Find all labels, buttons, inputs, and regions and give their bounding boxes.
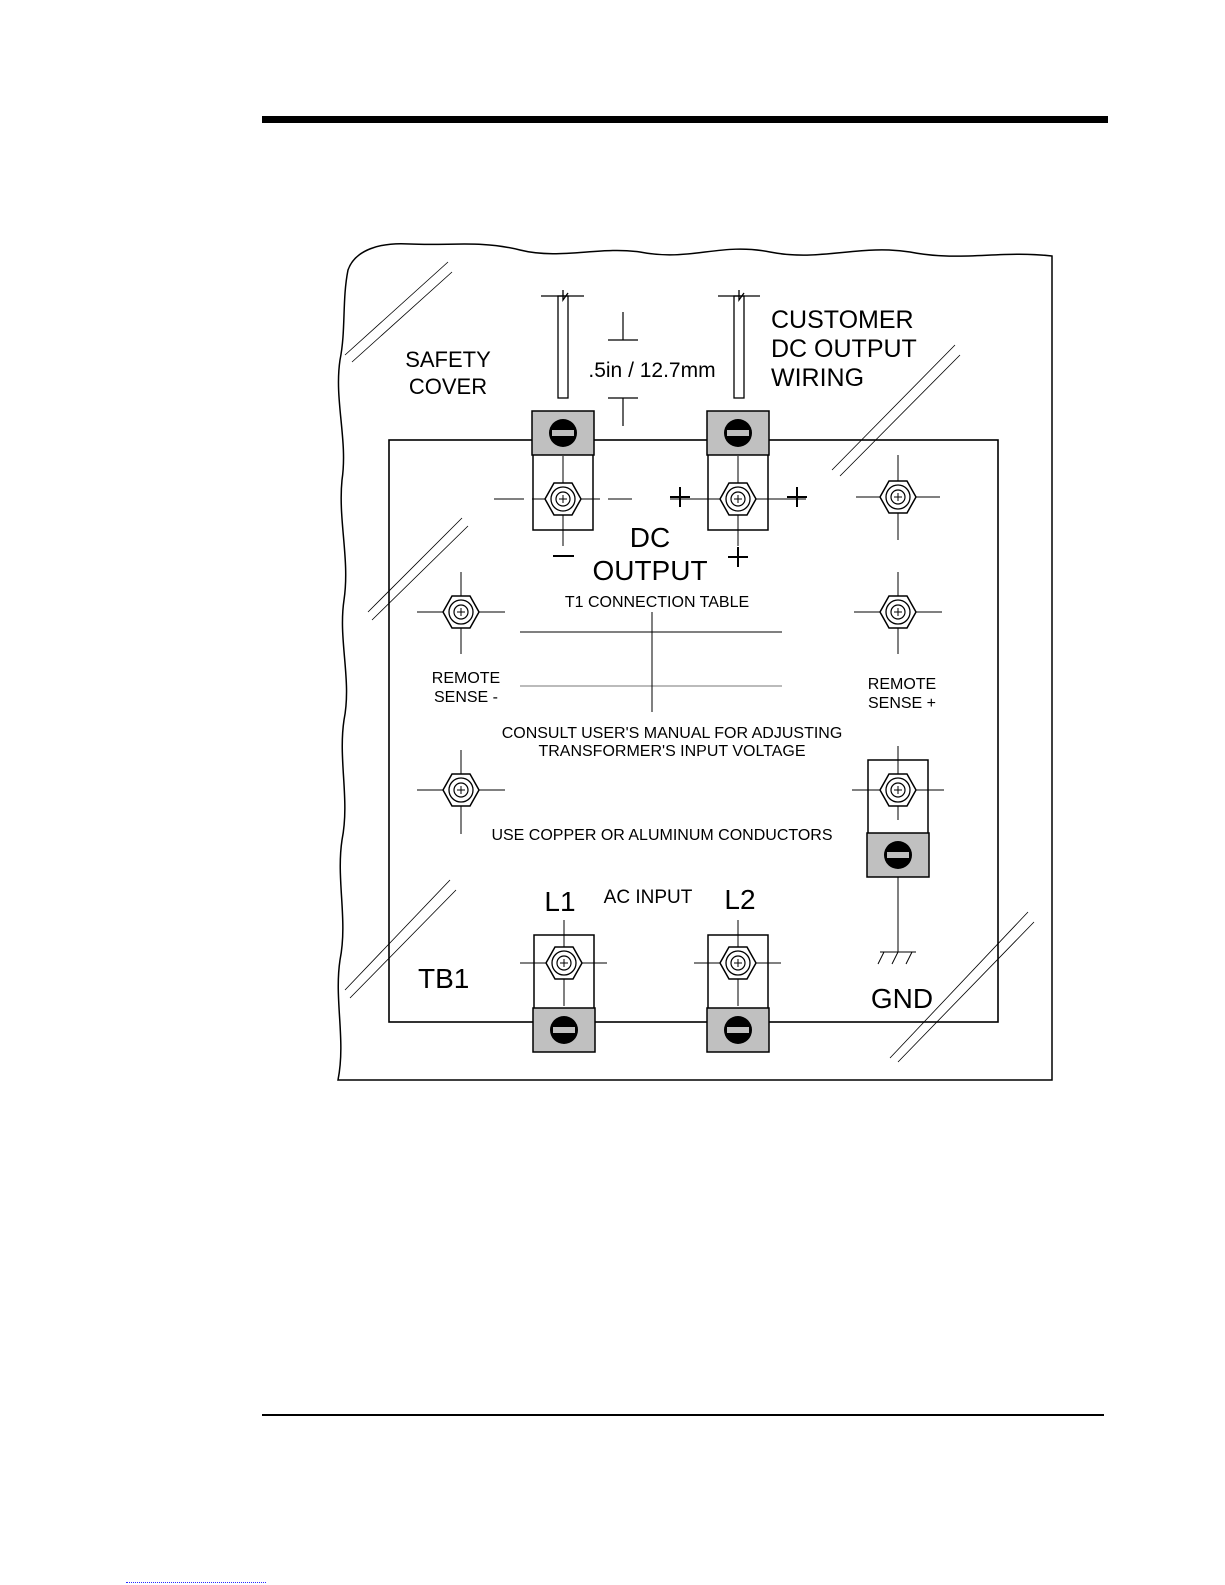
customer-wiring-label-1: CUSTOMER <box>771 306 914 334</box>
consult-manual-note-2: TRANSFORMER'S INPUT VOLTAGE <box>538 743 805 760</box>
t1-connection-table-label: T1 CONNECTION TABLE <box>565 594 749 611</box>
ac-input-terminal-l2 <box>694 920 781 1052</box>
l2-label: L2 <box>724 884 755 915</box>
footer-link-underline <box>126 1582 266 1583</box>
safety-cover-label-2: COVER <box>409 374 487 399</box>
gnd-terminal <box>852 746 944 952</box>
stud-lower-left <box>417 750 505 834</box>
gnd-label: GND <box>871 983 933 1014</box>
remote-sense-minus-label-2: SENSE - <box>434 689 498 706</box>
remote-sense-minus-stud <box>417 572 505 654</box>
l1-label: L1 <box>544 886 575 917</box>
remote-sense-minus-label-1: REMOTE <box>432 670 500 687</box>
dc-output-terminal-positive <box>670 411 806 546</box>
customer-wiring-label-3: WIRING <box>771 364 864 392</box>
dc-output-terminal-negative <box>494 411 632 546</box>
conductors-note: USE COPPER OR ALUMINUM CONDUCTORS <box>491 827 832 844</box>
dc-output-label-1: DC <box>630 522 670 553</box>
tb1-label: TB1 <box>418 963 469 994</box>
remote-sense-plus-label-1: REMOTE <box>868 676 936 693</box>
ground-symbol <box>878 952 916 964</box>
dimension-label: .5in / 12.7mm <box>588 359 715 382</box>
dc-output-label-2: OUTPUT <box>592 555 707 586</box>
safety-cover-label-1: SAFETY <box>405 347 491 372</box>
customer-wiring-label-2: DC OUTPUT <box>771 335 917 363</box>
ac-input-label: AC INPUT <box>604 887 693 908</box>
ac-input-terminal-l1 <box>520 920 607 1052</box>
footer-rule <box>262 1414 1104 1416</box>
consult-manual-note-1: CONSULT USER'S MANUAL FOR ADJUSTING <box>502 725 843 742</box>
stud-upper-right <box>856 455 940 540</box>
t1-connection-table <box>520 612 782 712</box>
remote-sense-plus-stud <box>854 572 942 654</box>
remote-sense-plus-label-2: SENSE + <box>868 695 936 712</box>
